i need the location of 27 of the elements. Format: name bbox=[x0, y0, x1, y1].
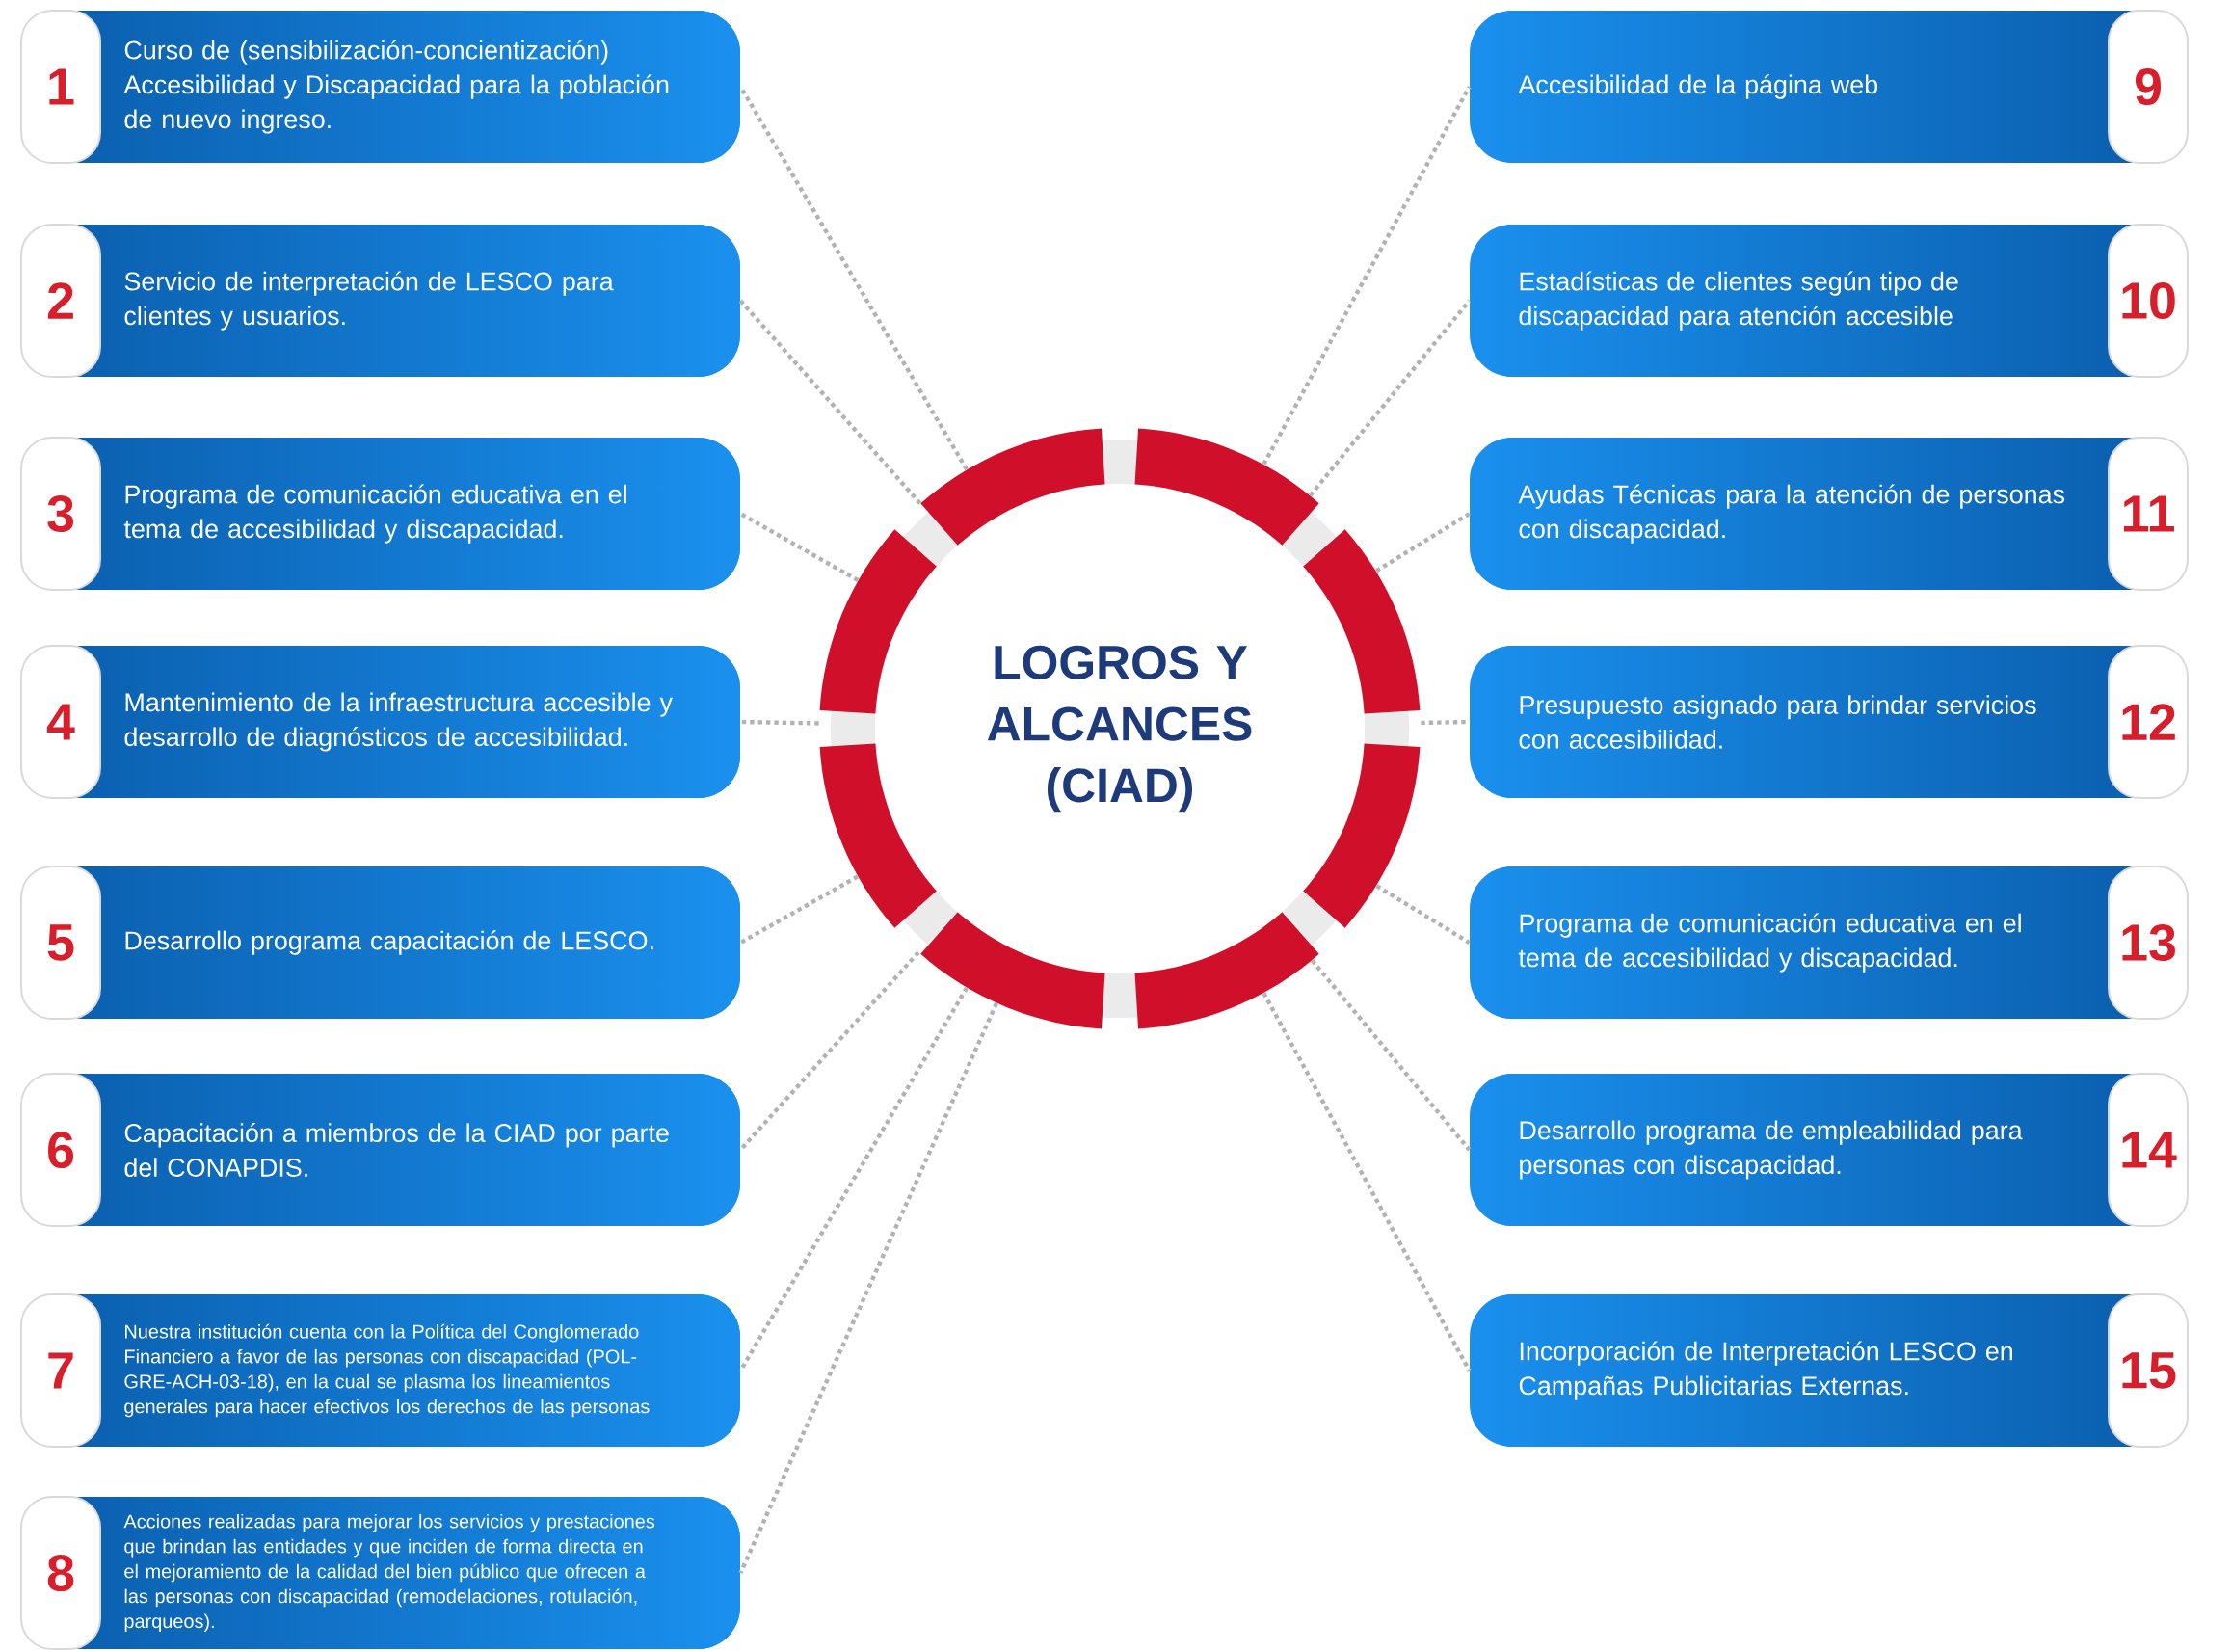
numbered-box: Presupuesto asignado para brindar servicios con accesibilidad. 12 bbox=[1470, 645, 2190, 799]
numbered-box: 1 Curso de (sensibilización-concientización) Accesibilidad y Discapacidad para la población de nuevo ingreso. bbox=[20, 10, 740, 164]
connector-line bbox=[738, 950, 920, 1152]
numbered-box: Programa de comunicación educativa en el tema de accesibilidad y discapacidad. 13 bbox=[1470, 866, 2190, 1020]
numbered-box: 4 Mantenimiento de la infraestructura accesible y desarrollo de diagnósticos de accesibilidad. bbox=[20, 645, 740, 799]
numbered-box: 6 Capacitación a miembros de la CIAD por parte del CONAPDIS. bbox=[20, 1073, 740, 1227]
connector-line bbox=[739, 512, 860, 582]
connector-line bbox=[1310, 959, 1472, 1152]
numbered-box: 3 Programa de comunicación educativa en el tema de accesibilidad y discapacidad. bbox=[20, 437, 740, 591]
numbered-box: 8 Acciones realizadas para mejorar los servicios y prestaciones que brindan las entidades y que inciden de forma directa en el mejoramiento de la calidad del bien público que ofrecen a las personas con discapacidad (remodelaciones, rotulación, parqueos). bbox=[20, 1496, 740, 1650]
connector-line bbox=[738, 299, 922, 505]
connector-line bbox=[1374, 512, 1471, 573]
connector-line bbox=[740, 719, 819, 726]
connector-line bbox=[739, 874, 859, 945]
numbered-box: Incorporación de Interpretación LESCO en Campañas Publicitarias Externas. 15 bbox=[1470, 1293, 2190, 1448]
numbered-box: Desarrollo programa de empleabilidad para personas con discapacidad. 14 bbox=[1470, 1073, 2190, 1227]
connector-line bbox=[738, 1002, 998, 1574]
numbered-box: 7 Nuestra institución cuenta con la Política del Conglomerado Financiero a favor de las personas con discapacidad (POL-GRE-ACH-03-18), en la cual se plasma los lineamientos generales para hacer efectivos los derechos de las personas bbox=[20, 1293, 740, 1448]
numbered-box: Estadísticas de clientes según tipo de discapacidad para atención accesible 10 bbox=[1470, 224, 2190, 378]
numbered-box: 5 Desarrollo programa capacitación de LESCO. bbox=[20, 866, 740, 1020]
connector-line bbox=[1262, 85, 1472, 466]
numbered-box: 2 Servicio de interpretación de LESCO para clientes y usuarios. bbox=[20, 224, 740, 378]
numbered-box: Ayudas Técnicas para la atención de personas con discapacidad. 11 bbox=[1470, 437, 2190, 591]
connector-line bbox=[1375, 884, 1471, 945]
connector-line bbox=[1308, 299, 1472, 497]
numbered-box: Accesibilidad de la página web 9 bbox=[1470, 10, 2190, 164]
connector-line bbox=[1262, 992, 1472, 1372]
